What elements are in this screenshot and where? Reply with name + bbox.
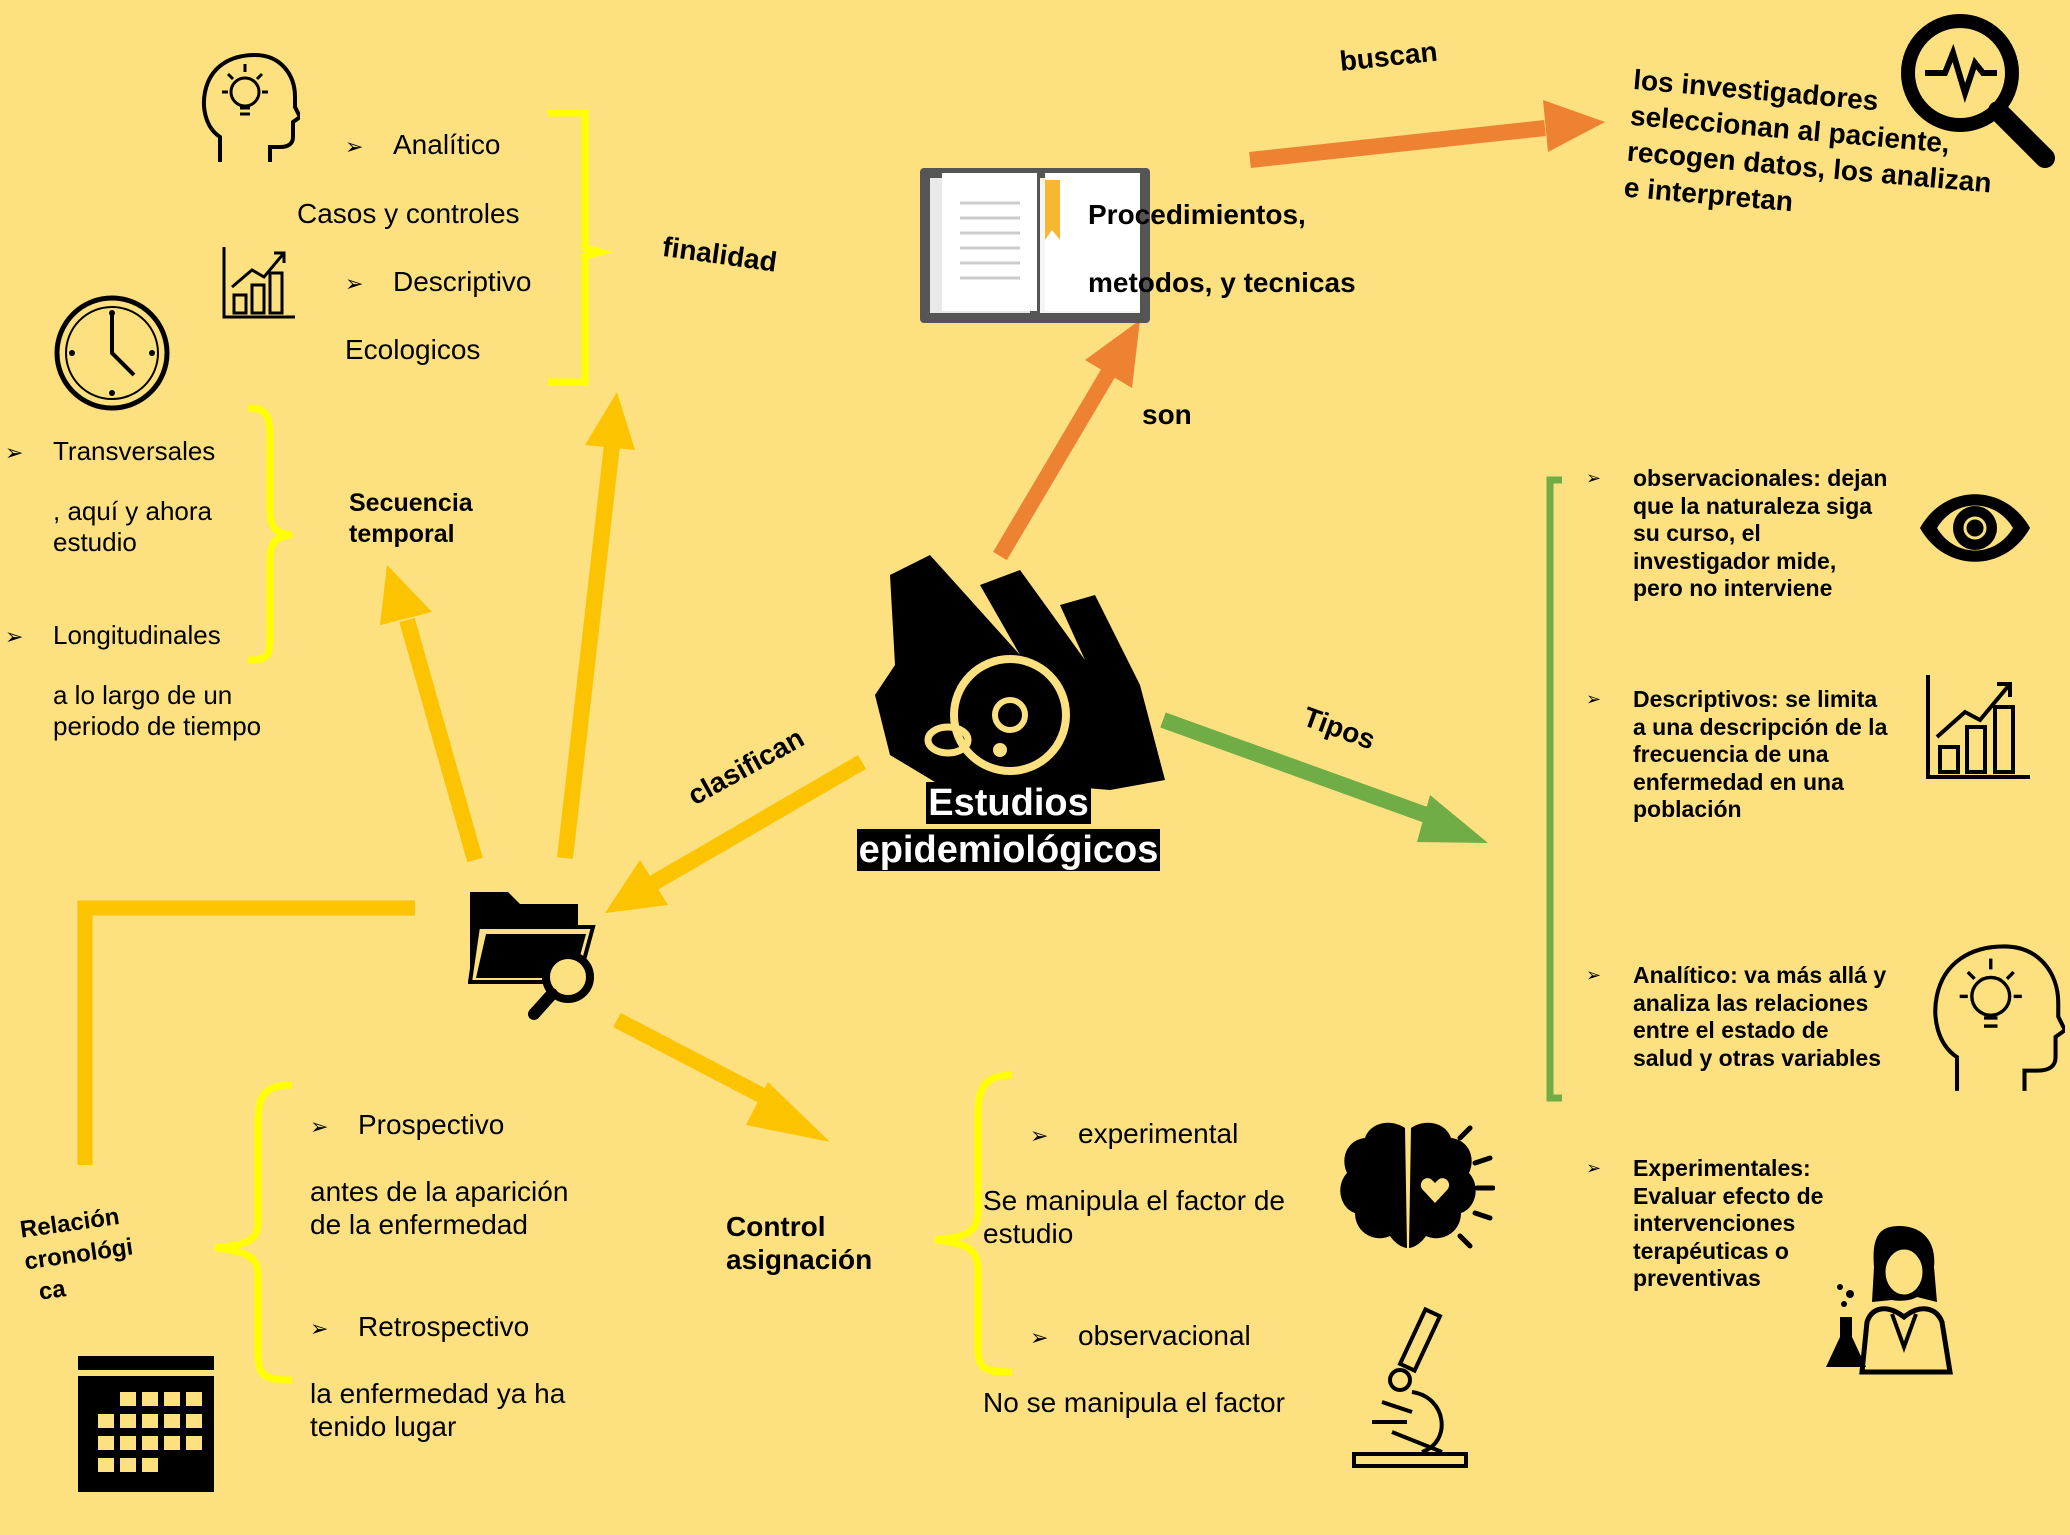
cronologica-prospectivo-desc: antes de la aparición de la enfermedad [310, 1176, 569, 1240]
arrow-to-procedures [993, 320, 1140, 561]
hand-bacteria-icon [875, 555, 1165, 790]
secuencia-transversales-desc: , aquí y ahora estudio [53, 496, 212, 557]
magnifier-pulse-icon [1901, 14, 2055, 168]
finalidad-bracket [548, 109, 614, 386]
tipos-bracket [1546, 476, 1562, 1102]
cronologica-bracket [214, 1081, 293, 1384]
eye-icon [1920, 494, 2030, 562]
procedures-line1: Procedimientos, [1088, 199, 1306, 230]
tipos-analitico: ➢Analítico: va más allá y analiza las re… [1586, 962, 1887, 1071]
finalidad-descriptivo: ➢Descriptivo [345, 266, 532, 297]
tipos-descriptivos: ➢Descriptivos: se limita a una descripci… [1586, 686, 1888, 822]
control-label: Control asignación [726, 1211, 873, 1275]
secuencia-bracket [247, 404, 293, 664]
secuencia-longitudinales: ➢Longitudinales [5, 620, 221, 650]
tipos-observacionales: ➢observacionales: dejan que la naturalez… [1586, 465, 1888, 601]
control-observacional-desc: No se manipula el factor [983, 1387, 1285, 1418]
finalidad-casos: Casos y controles [297, 198, 520, 229]
book-icon [920, 168, 1150, 323]
control-bracket [934, 1071, 1013, 1376]
arrow-to-folder [605, 755, 867, 913]
scientist-icon [1826, 1226, 1953, 1375]
tipos-experimentales: ➢Experimentales: Evaluar efecto de inter… [1586, 1155, 1824, 1291]
arrow-to-control [613, 1012, 830, 1142]
arrow-to-researchers [1249, 100, 1605, 168]
cronologica-label: Relación cronológi ca [18, 1203, 135, 1306]
head-idea-icon [1933, 944, 2065, 1091]
arrow-to-secuencia [380, 565, 483, 863]
cronologica-prospectivo: ➢Prospectivo [310, 1109, 505, 1140]
line-to-cronologica [77, 900, 415, 1165]
secuencia-label: Secuencia temporal [349, 489, 473, 548]
control-observacional: ➢observacional [1030, 1320, 1251, 1351]
secuencia-longitudinales-desc: a lo largo de un periodo de tiempo [53, 680, 262, 741]
bar-chart-icon [222, 247, 295, 319]
center-title-line2: epidemiológicos [856, 829, 1161, 871]
cronologica-retrospectivo-desc: la enfermedad ya ha tenido lugar [310, 1378, 566, 1442]
clock-icon [54, 295, 170, 411]
arrow-to-finalidad [557, 392, 635, 859]
finalidad-ecologicos: Ecologicos [345, 334, 481, 365]
brain-heart-icon [1340, 1122, 1495, 1249]
cronologica-retrospectivo: ➢Retrospectivo [310, 1311, 530, 1342]
arrow-to-tipos [1160, 712, 1488, 843]
control-experimental: ➢experimental [1030, 1118, 1239, 1149]
connector-son: son [1142, 399, 1192, 430]
folder-search-icon [468, 892, 596, 1020]
head-lightbulb-icon [201, 52, 300, 162]
microscope-icon [1352, 1306, 1468, 1468]
calendar-icon [78, 1356, 214, 1492]
control-experimental-desc: Se manipula el factor de estudio [983, 1185, 1285, 1249]
center-title-line1: Estudios [926, 782, 1091, 824]
procedures-line2: metodos, y tecnicas [1088, 267, 1356, 298]
finalidad-analitico: ➢Analítico [345, 129, 501, 160]
secuencia-transversales: ➢Transversales [5, 436, 216, 466]
descriptive-bar-chart-icon [1926, 675, 2030, 779]
